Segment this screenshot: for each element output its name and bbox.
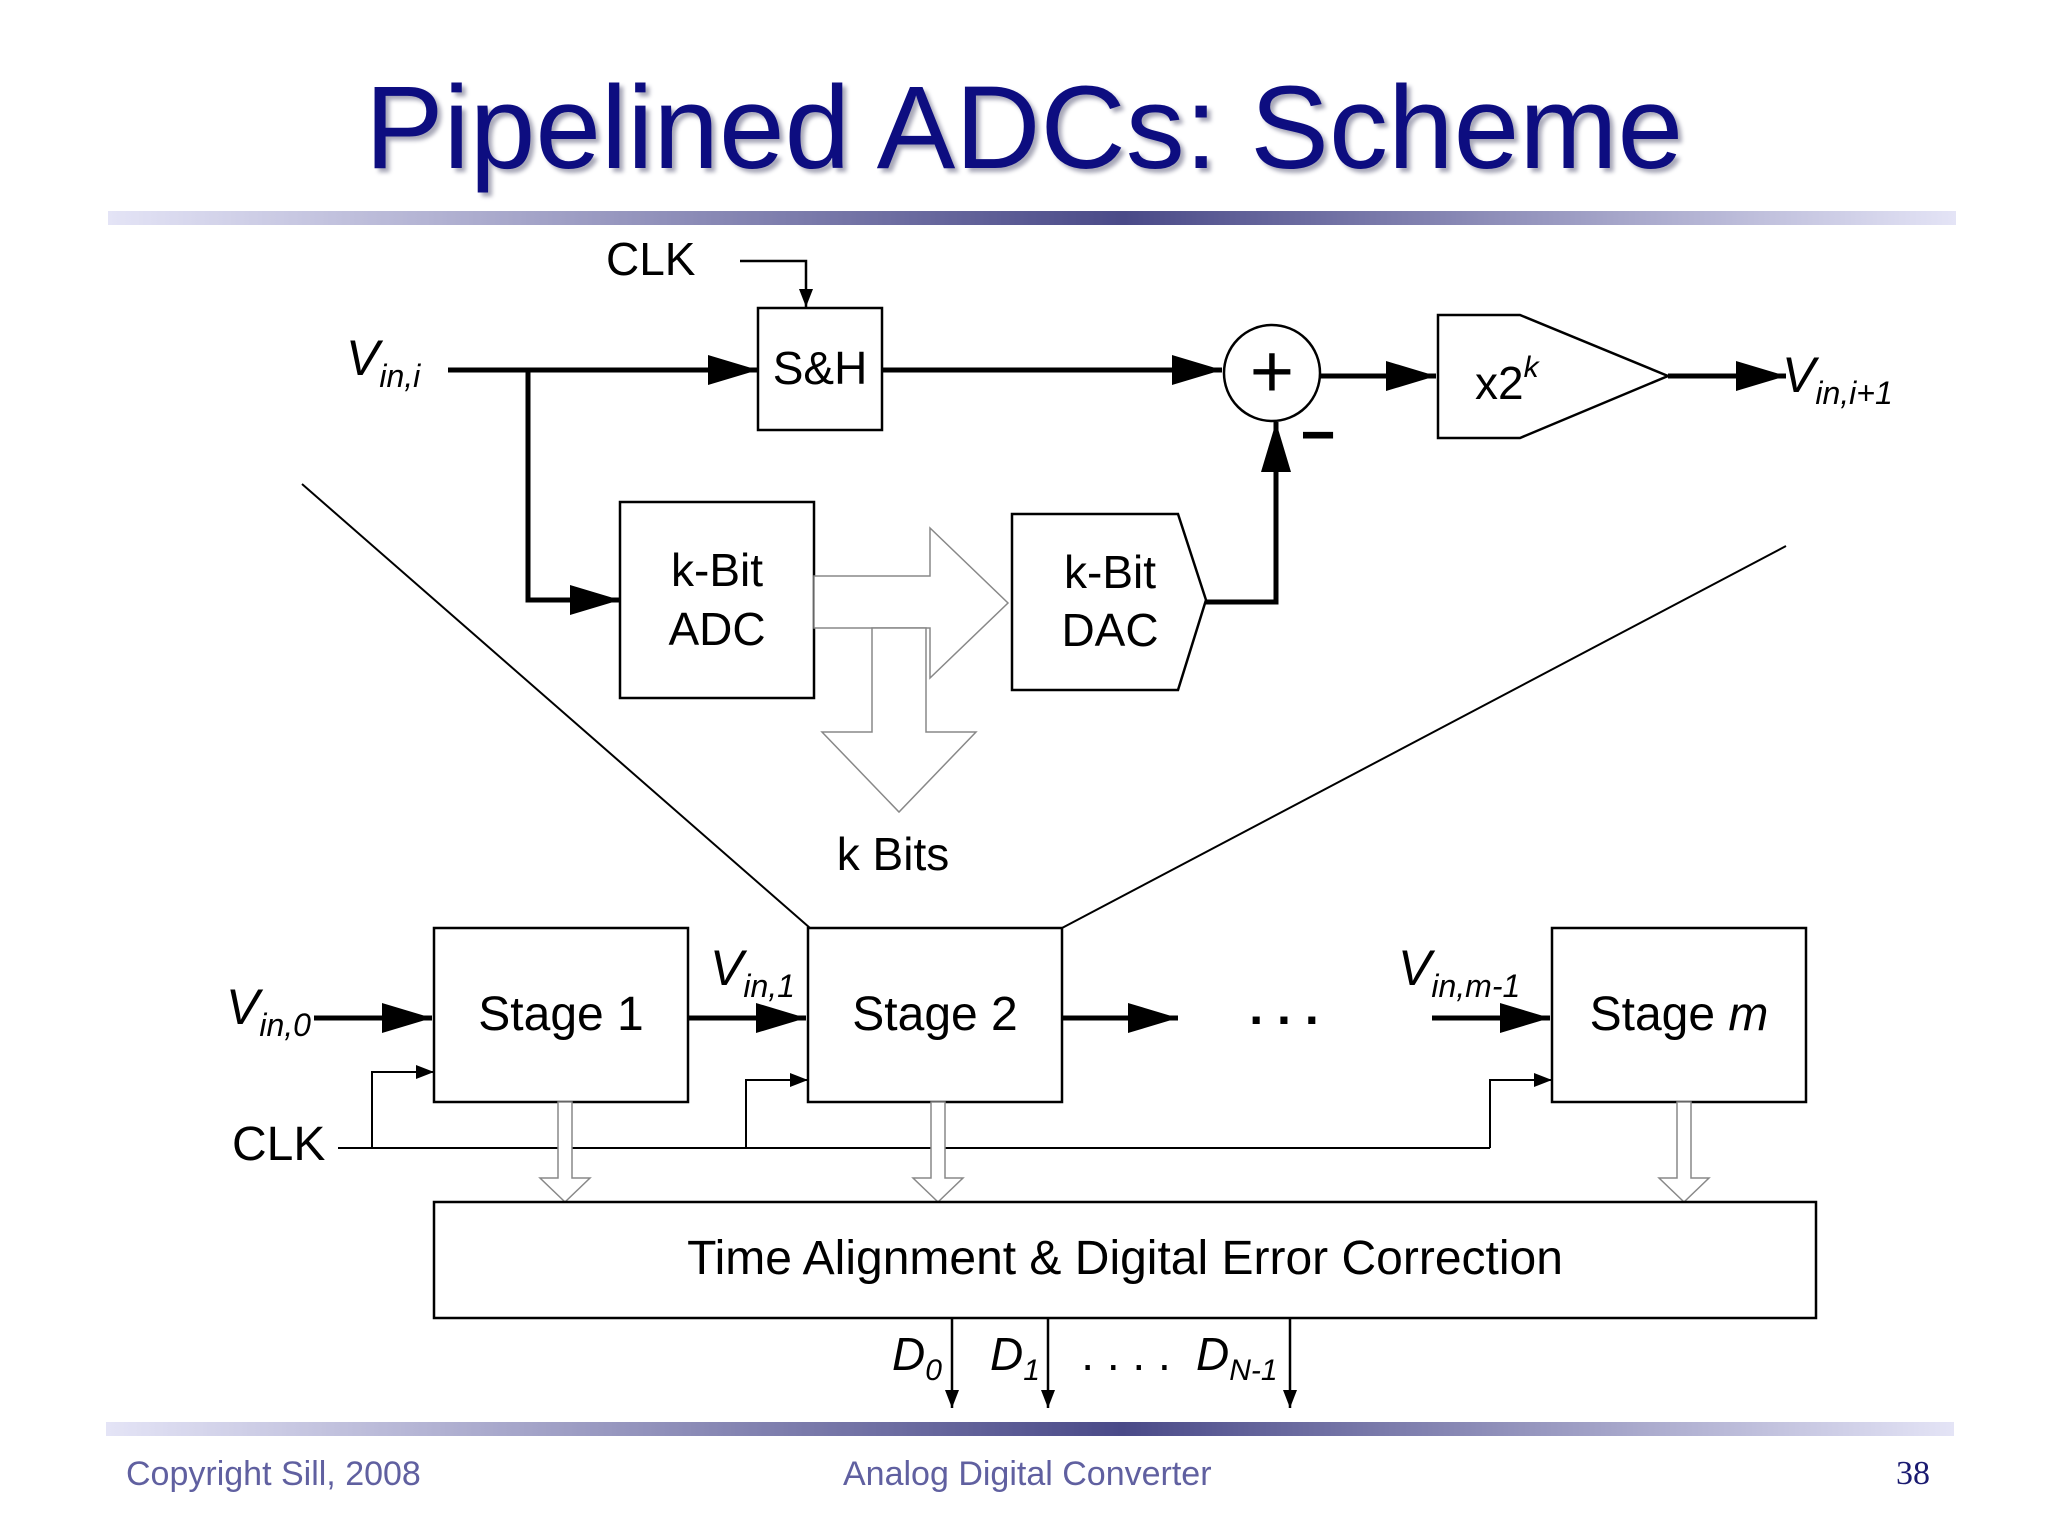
footer-subject: Analog Digital Converter: [843, 1455, 1212, 1493]
correction-label: Time Alignment & Digital Error Correctio…: [687, 1232, 1563, 1285]
pipeline: Vin,0 Stage 1 Vin,1 Stage 2 . . . Vin,m-…: [226, 926, 1818, 1408]
stage-1-label: Stage 1: [478, 988, 643, 1041]
footer-copyright: Copyright Sill, 2008: [126, 1455, 421, 1493]
pipeline-clk-label: CLK: [232, 1118, 325, 1171]
detail-clk-label: CLK: [606, 233, 696, 285]
vin-to-adc-line: [525, 370, 620, 615]
stagem-bits-arrow: [1657, 1101, 1711, 1204]
slide-title: Pipelined ADCs: Scheme: [364, 62, 1684, 194]
kbits-label: k Bits: [837, 828, 949, 880]
detail-vout-label: Vin,i+1: [1782, 347, 1893, 411]
clk-to-stage2-line: [745, 1073, 808, 1148]
detail-clk-line: [740, 259, 813, 307]
summer-node: [1222, 323, 1322, 423]
title-divider: [108, 211, 1956, 225]
stage-m-label: Stage m: [1590, 988, 1769, 1041]
stage-detail: CLK Vin,i S&H + − x2k Vin,i+1: [301, 233, 1893, 929]
kbits-hollow-arrow: [820, 627, 978, 814]
dac-label-line2: DAC: [1061, 604, 1158, 656]
dac-block: [1010, 512, 1208, 692]
adc-to-dac-hollow-arrow: [813, 526, 1010, 680]
stage1-bits-arrow: [538, 1101, 592, 1204]
d0-label: D0: [892, 1328, 942, 1387]
sh-label: S&H: [773, 342, 868, 394]
zoom-line-left: [301, 483, 811, 929]
stage2-bits-arrow: [911, 1101, 965, 1204]
zoom-line-right: [1061, 545, 1787, 929]
summer-minus: −: [1300, 401, 1335, 468]
clk-to-stage1-line: [371, 1065, 434, 1148]
adc-label-line2: ADC: [668, 603, 765, 655]
pipeline-vin1-label: Vin,1: [710, 940, 795, 1004]
footer-page-number: 38: [1896, 1455, 1930, 1492]
gain-block: [1436, 313, 1672, 440]
adc-block: [618, 500, 816, 700]
stage-2-label: Stage 2: [852, 988, 1017, 1041]
clk-to-stagem-line: [1489, 1073, 1552, 1148]
output-dots: . . . .: [1081, 1328, 1170, 1380]
footer-divider: [106, 1422, 1954, 1436]
adc-label-line1: k-Bit: [671, 544, 763, 596]
dac-to-summer-line: [1206, 422, 1291, 605]
d1-label: D1: [990, 1328, 1040, 1387]
correction-block: [432, 1200, 1818, 1320]
detail-vin-label: Vin,i: [346, 330, 421, 394]
dn-label: DN-1: [1196, 1328, 1278, 1387]
summer-plus: +: [1250, 329, 1294, 414]
gain-label: x2k: [1475, 351, 1541, 409]
dac-label-line1: k-Bit: [1064, 546, 1156, 598]
pipeline-vinm1-label: Vin,m-1: [1398, 940, 1520, 1004]
pipeline-dots: . . .: [1249, 979, 1318, 1035]
pipeline-vin0-label: Vin,0: [226, 979, 311, 1043]
